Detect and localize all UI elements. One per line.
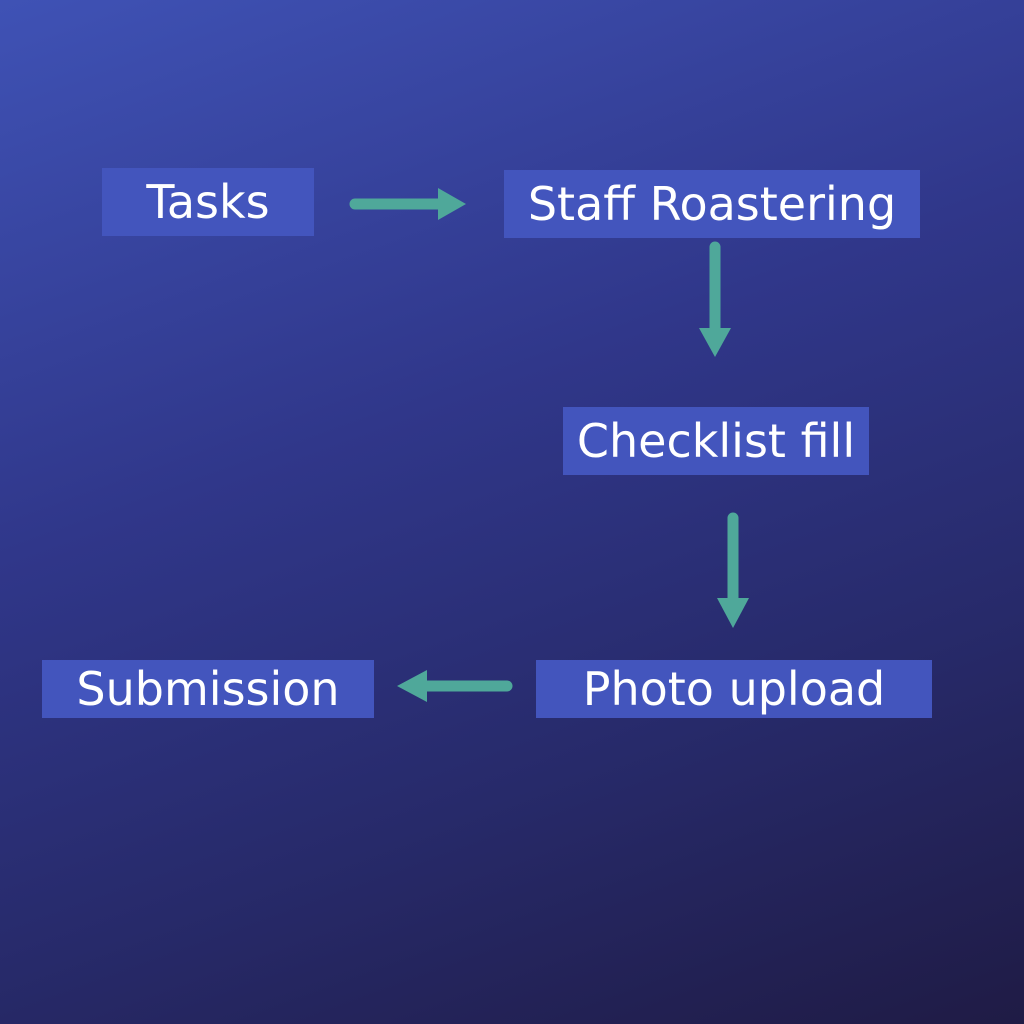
node-tasks: Tasks [102, 168, 314, 236]
node-photo-upload: Photo upload [536, 660, 932, 718]
node-checklist-fill: Checklist fill [563, 407, 869, 475]
node-submission: Submission [42, 660, 374, 718]
node-staff-roastering: Staff Roastering [504, 170, 920, 238]
